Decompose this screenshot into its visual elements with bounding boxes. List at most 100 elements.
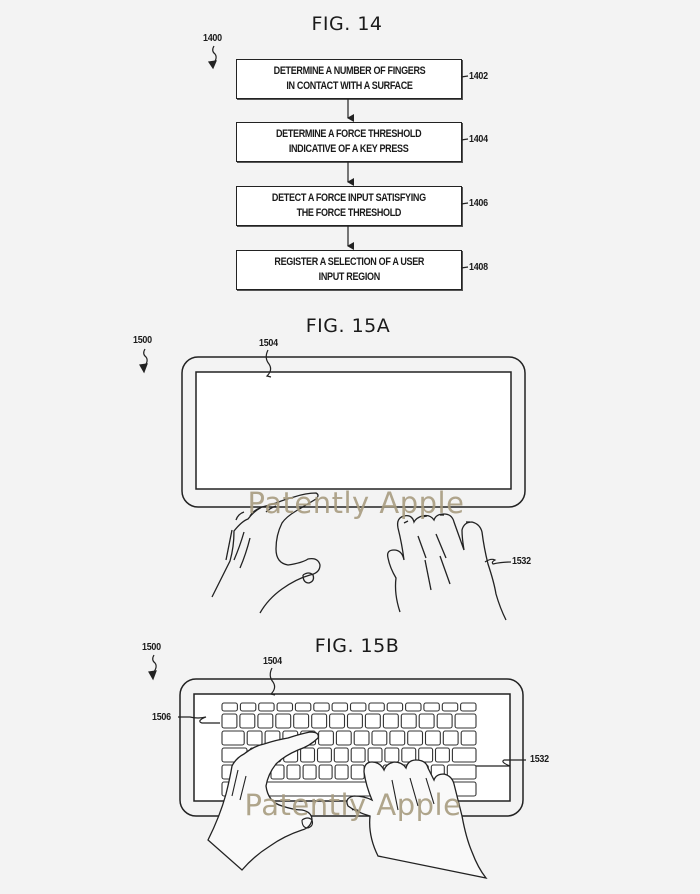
finger-line <box>231 769 239 797</box>
right-hand-15a <box>386 513 507 621</box>
finger-line <box>425 777 435 805</box>
keyboard-key <box>400 713 417 729</box>
fig15b-keyboard-ref: 1506 <box>152 711 171 723</box>
keyboard-key <box>405 702 422 712</box>
keyboard-key <box>349 702 367 712</box>
fig15a-title: FIG. 15A <box>305 315 391 337</box>
ref-arrow-1500b <box>152 654 157 674</box>
keyboard-key <box>300 747 316 763</box>
keyboard-key <box>334 764 349 780</box>
keyboard-key <box>333 747 349 763</box>
thumb-nail <box>301 817 314 829</box>
keyboard-key <box>293 713 310 729</box>
keyboard-key <box>257 713 274 729</box>
ref-leader <box>460 75 469 78</box>
keyboard-key <box>318 764 333 780</box>
keyboard-key <box>434 747 450 763</box>
fig14-ref-label: 1400 <box>203 32 222 44</box>
keyboard-key <box>331 702 349 712</box>
ref-leader-1532a <box>484 558 512 565</box>
keyboard-key <box>451 747 477 763</box>
keyboard-key <box>239 713 256 729</box>
keyboard-key <box>350 747 366 763</box>
step-ref-1406: 1406 <box>469 197 488 209</box>
keyboard-key <box>335 730 352 746</box>
keyboard-key <box>368 702 385 712</box>
keyboard-key <box>311 713 328 729</box>
virtual-keyboard <box>221 702 477 797</box>
fig15a-surface-ref: 1504 <box>259 337 278 349</box>
keyboard-key <box>441 702 459 712</box>
keyboard-key <box>275 713 292 729</box>
keyboard-key <box>329 713 346 729</box>
keyboard-key <box>286 764 301 780</box>
keyboard-key <box>221 713 238 729</box>
watermark-15b: Patently Apple <box>244 788 462 822</box>
step-ref-1404: 1404 <box>469 133 488 145</box>
keyboard-key <box>353 730 370 746</box>
fig15a-device-ref: 1500 <box>133 334 152 346</box>
keyboard-key <box>423 702 440 712</box>
keyboard-key <box>454 713 477 729</box>
keyboard-key <box>313 702 330 712</box>
watermark-15a: Patently Apple <box>247 486 465 520</box>
device-housing-15a <box>181 356 526 508</box>
keyboard-key <box>460 702 477 712</box>
keyboard-key <box>302 764 317 780</box>
ref-leader-1504b <box>269 667 276 696</box>
flow-step-1406: DETECT A FORCE INPUT SATISFYING THE FORC… <box>236 186 462 226</box>
keyboard-key <box>294 702 312 712</box>
flow-step-1404: DETERMINE A FORCE THRESHOLD INDICATIVE O… <box>236 122 462 162</box>
keyboard-key <box>382 713 399 729</box>
keyboard-key <box>446 764 477 780</box>
fig15b-title: FIG. 15B <box>314 635 400 657</box>
touch-surface-15a <box>195 371 512 490</box>
keyboard-key <box>442 730 459 746</box>
flow-step-1402: DETERMINE A NUMBER OF FINGERS IN CONTACT… <box>236 59 462 99</box>
ref-leader-1532b <box>470 759 526 767</box>
fig14-title: FIG. 14 <box>311 13 383 35</box>
finger-line <box>409 777 419 807</box>
keyboard-key <box>367 747 383 763</box>
fig15b-surface-ref: 1504 <box>263 655 282 667</box>
fig15b-hand-ref: 1532 <box>530 753 549 765</box>
thumb-nail <box>351 808 361 813</box>
fig15b-device-ref: 1500 <box>142 641 161 653</box>
flow-step-1408: REGISTER A SELECTION OF A USER INPUT REG… <box>236 250 462 290</box>
finger-line <box>391 779 399 811</box>
keyboard-key <box>389 730 406 746</box>
ref-leader <box>460 138 469 141</box>
finger-line <box>239 775 247 801</box>
keyboard-key <box>316 747 332 763</box>
ref-leader <box>460 266 469 269</box>
step-ref-1402: 1402 <box>469 70 488 82</box>
keyboard-key <box>276 702 294 712</box>
keyboard-key <box>418 713 435 729</box>
left-hand-15b <box>207 731 319 871</box>
flow-step-text: REGISTER A SELECTION OF A USER INPUT REG… <box>274 256 424 283</box>
device-housing-15b <box>179 678 524 817</box>
keyboard-key <box>371 730 388 746</box>
keyboard-key <box>386 702 404 712</box>
flow-step-text: DETECT A FORCE INPUT SATISFYING THE FORC… <box>272 192 426 219</box>
ref-leader <box>460 202 469 205</box>
keyboard-key <box>436 713 453 729</box>
right-hand-15b <box>346 759 488 879</box>
keyboard-key <box>239 702 257 712</box>
left-hand-15a <box>211 492 321 614</box>
keyboard-key <box>418 747 434 763</box>
keyboard-key <box>424 730 441 746</box>
keyboard-key <box>221 702 238 712</box>
keyboard-key <box>246 730 263 746</box>
keyboard-key <box>221 730 245 746</box>
step-ref-1408: 1408 <box>469 261 488 273</box>
keyboard-key <box>318 730 334 746</box>
keyboard-key <box>460 730 477 746</box>
keyboard-key <box>350 764 365 780</box>
flow-step-text: DETERMINE A NUMBER OF FINGERS IN CONTACT… <box>273 65 425 92</box>
keyboard-key <box>407 730 424 746</box>
keyboard-key <box>364 713 381 729</box>
ref-arrow-1400-head <box>207 60 217 70</box>
flow-step-text: DETERMINE A FORCE THRESHOLD INDICATIVE O… <box>276 128 422 155</box>
